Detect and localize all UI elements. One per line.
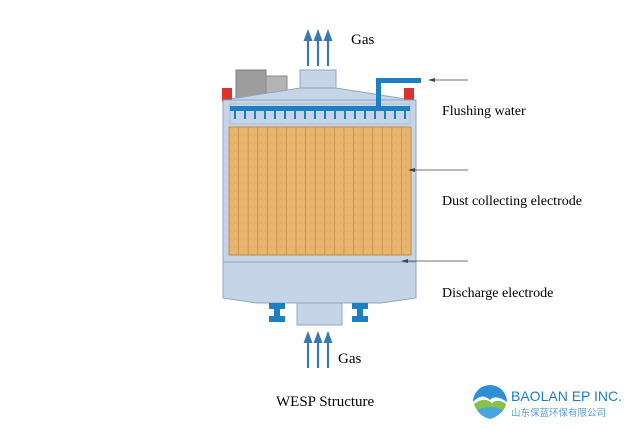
dust-collecting-electrode-label: Dust collecting electrode — [442, 194, 582, 209]
spray-nozzle — [354, 111, 356, 119]
diagram-caption: WESP Structure — [276, 394, 375, 410]
spray-nozzle — [344, 111, 346, 119]
bottom-nozzle — [296, 302, 343, 326]
callout-leaders — [401, 78, 468, 263]
bottom-hopper — [222, 261, 417, 304]
spray-nozzle — [384, 111, 386, 119]
spray-nozzle — [314, 111, 316, 119]
gas-inlet-label: Gas — [338, 351, 361, 367]
flushing-water-label: Flushing water — [442, 104, 526, 119]
spray-nozzle — [234, 111, 236, 119]
left-drain-valve — [269, 303, 285, 322]
right-drain-valve — [352, 303, 368, 322]
flushing-water-pipe — [230, 78, 421, 111]
spray-nozzle — [264, 111, 266, 119]
spray-nozzles — [234, 111, 406, 119]
spray-nozzle — [364, 111, 366, 119]
spray-nozzle — [334, 111, 336, 119]
inner-frame — [229, 103, 411, 125]
spray-nozzle — [274, 111, 276, 119]
gas-outlet-arrows — [303, 29, 333, 66]
logo-emblem — [473, 385, 507, 419]
discharge-electrode-label: Discharge electrode — [442, 286, 553, 301]
gas-outlet-nozzle — [299, 69, 337, 91]
gas-inlet-arrows — [303, 331, 333, 368]
gas-outlet-label: Gas — [351, 32, 374, 48]
spray-nozzle — [294, 111, 296, 119]
spray-nozzle — [244, 111, 246, 119]
spray-nozzle — [254, 111, 256, 119]
logo-chinese-name: 山东保蓝环保有限公司 — [511, 407, 606, 419]
spray-nozzle — [284, 111, 286, 119]
dust-collecting-electrode-block — [228, 126, 412, 256]
baolan-logo: BAOLAN EP INC. 山东保蓝环保有限公司 — [473, 385, 622, 419]
left-flange — [222, 88, 232, 102]
spray-nozzle — [324, 111, 326, 119]
logo-name: BAOLAN EP INC. — [511, 388, 622, 404]
spray-nozzle — [304, 111, 306, 119]
spray-nozzle — [374, 111, 376, 119]
spray-nozzle — [394, 111, 396, 119]
right-flange — [404, 88, 414, 102]
spray-nozzle — [404, 111, 406, 119]
